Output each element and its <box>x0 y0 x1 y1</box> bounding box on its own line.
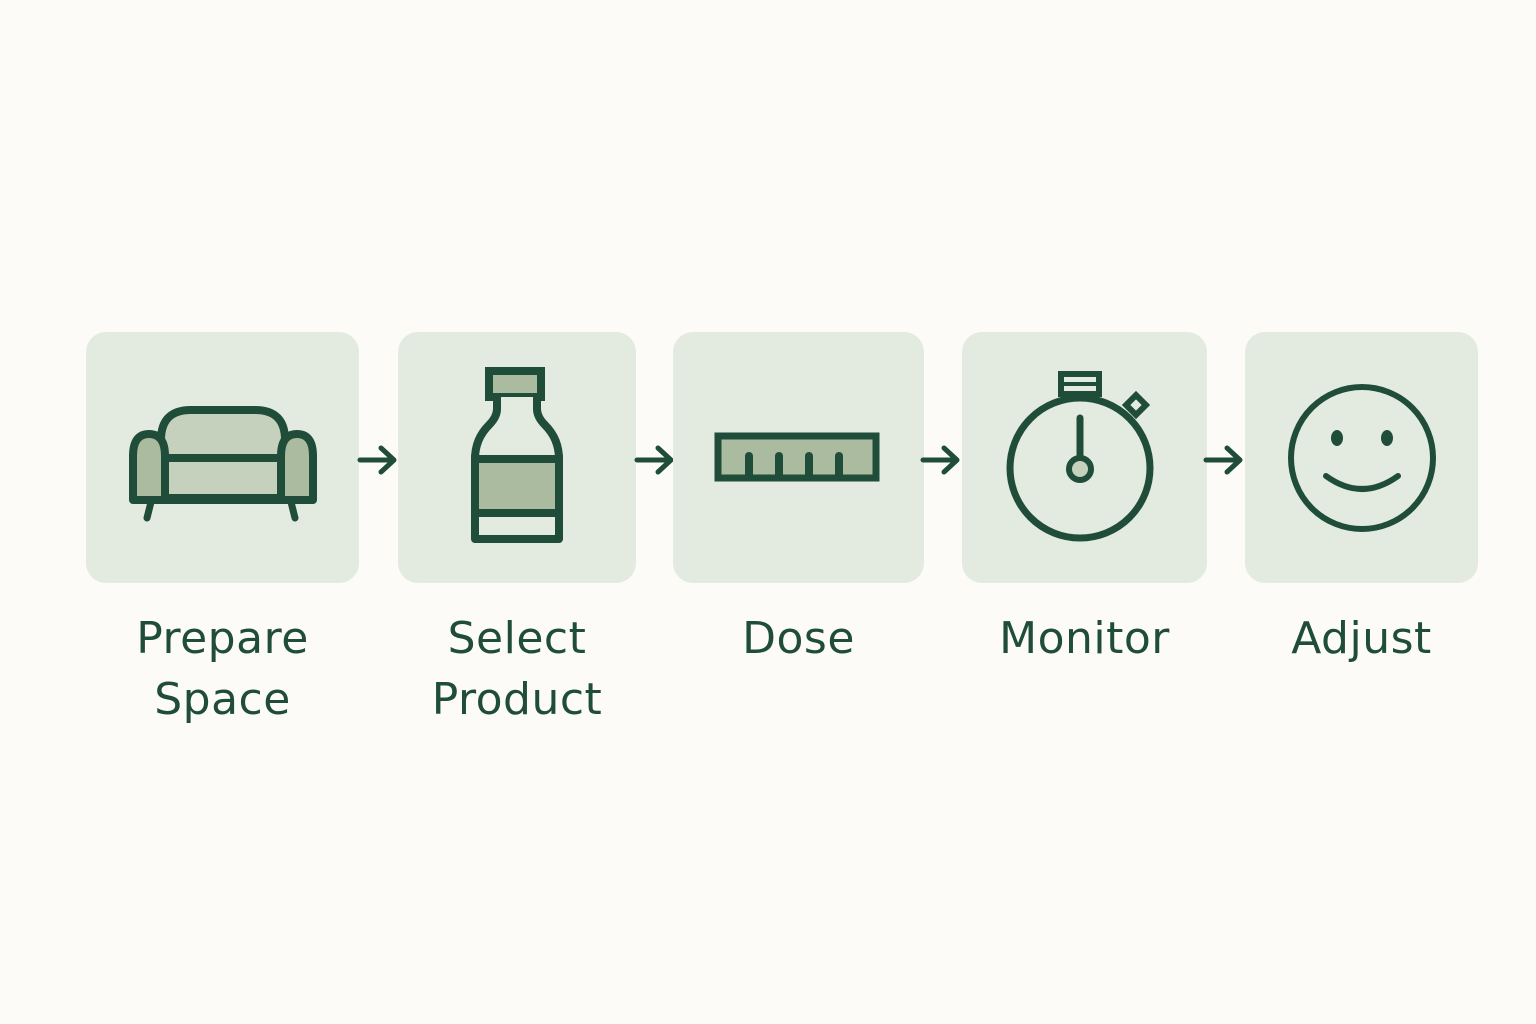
label-line: Adjust <box>1291 613 1432 664</box>
label-line: Dose <box>742 613 855 664</box>
arrow-right-icon <box>357 445 397 475</box>
step-label-prepare-space: Prepare Space <box>86 608 359 730</box>
bottle-icon <box>471 366 563 543</box>
ruler-icon <box>714 432 879 481</box>
step-card-prepare-space <box>86 332 359 583</box>
armchair-icon <box>128 405 317 521</box>
label-line: Product <box>431 674 603 725</box>
step-label-adjust: Adjust <box>1245 608 1478 669</box>
step-label-select-product: Select Product <box>398 608 636 730</box>
label-line: Prepare <box>136 613 309 664</box>
step-label-monitor: Monitor <box>962 608 1207 669</box>
arrow-right-icon <box>1203 445 1243 475</box>
arrow-right-icon <box>634 445 674 475</box>
stopwatch-icon <box>1006 370 1153 541</box>
label-line: Select <box>447 613 587 664</box>
label-line: Monitor <box>999 613 1170 664</box>
step-label-dose: Dose <box>673 608 924 669</box>
step-card-dose <box>673 332 924 583</box>
step-card-monitor <box>962 332 1207 583</box>
label-line: Space <box>154 674 291 725</box>
smiley-face-icon <box>1287 383 1436 532</box>
arrow-right-icon <box>920 445 960 475</box>
step-card-adjust <box>1245 332 1478 583</box>
step-card-select-product <box>398 332 636 583</box>
